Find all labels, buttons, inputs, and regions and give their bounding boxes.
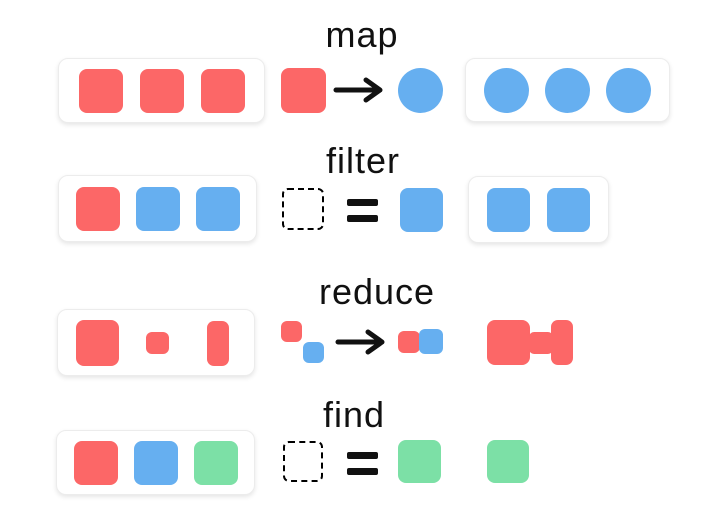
green-square — [398, 440, 441, 483]
equals-icon — [347, 452, 378, 475]
blue-square — [195, 186, 240, 231]
red-connector — [529, 332, 553, 354]
dashed-placeholder-square — [282, 188, 324, 230]
arrow-right-icon — [335, 329, 387, 360]
find-title: find — [322, 394, 386, 435]
equals-bar — [347, 468, 378, 475]
find-input-box — [56, 430, 255, 495]
filter-title: filter — [325, 140, 400, 181]
red-square — [73, 440, 118, 485]
map-result-box — [465, 58, 670, 122]
filter-result-box — [468, 176, 609, 243]
reduce-input-box — [57, 309, 255, 376]
red-square-large — [487, 320, 530, 365]
red-square — [75, 186, 120, 231]
equals-icon — [347, 199, 378, 222]
arrow-right-icon — [333, 77, 385, 108]
reduce-title: reduce — [318, 271, 436, 312]
red-square-small — [281, 321, 302, 342]
red-rect-tall — [551, 320, 573, 365]
map-title: map — [325, 14, 399, 55]
green-square — [193, 440, 238, 485]
blue-square-small — [419, 329, 443, 354]
blue-square — [400, 188, 443, 232]
red-rect-tall — [207, 321, 229, 366]
blue-square-small — [303, 342, 324, 363]
red-square — [78, 68, 123, 113]
equals-bar — [347, 215, 378, 222]
blue-circle — [484, 67, 529, 113]
red-square — [200, 68, 245, 113]
blue-square — [487, 187, 530, 232]
blue-circle — [606, 67, 651, 113]
red-merged-shape — [487, 320, 573, 365]
red-square-small — [398, 331, 420, 353]
equals-bar — [347, 199, 378, 206]
dashed-placeholder-square — [283, 441, 323, 482]
green-square — [487, 440, 529, 483]
equals-bar — [347, 452, 378, 459]
red-square — [281, 68, 326, 113]
blue-square — [135, 186, 180, 231]
red-square — [139, 68, 184, 113]
blue-circle — [398, 68, 443, 113]
blue-square — [547, 187, 590, 232]
blue-square — [133, 440, 178, 485]
red-square-small — [146, 332, 169, 354]
blue-circle — [545, 67, 590, 113]
map-input-box — [58, 58, 265, 123]
red-square-large — [76, 320, 119, 366]
filter-input-box — [58, 175, 257, 242]
